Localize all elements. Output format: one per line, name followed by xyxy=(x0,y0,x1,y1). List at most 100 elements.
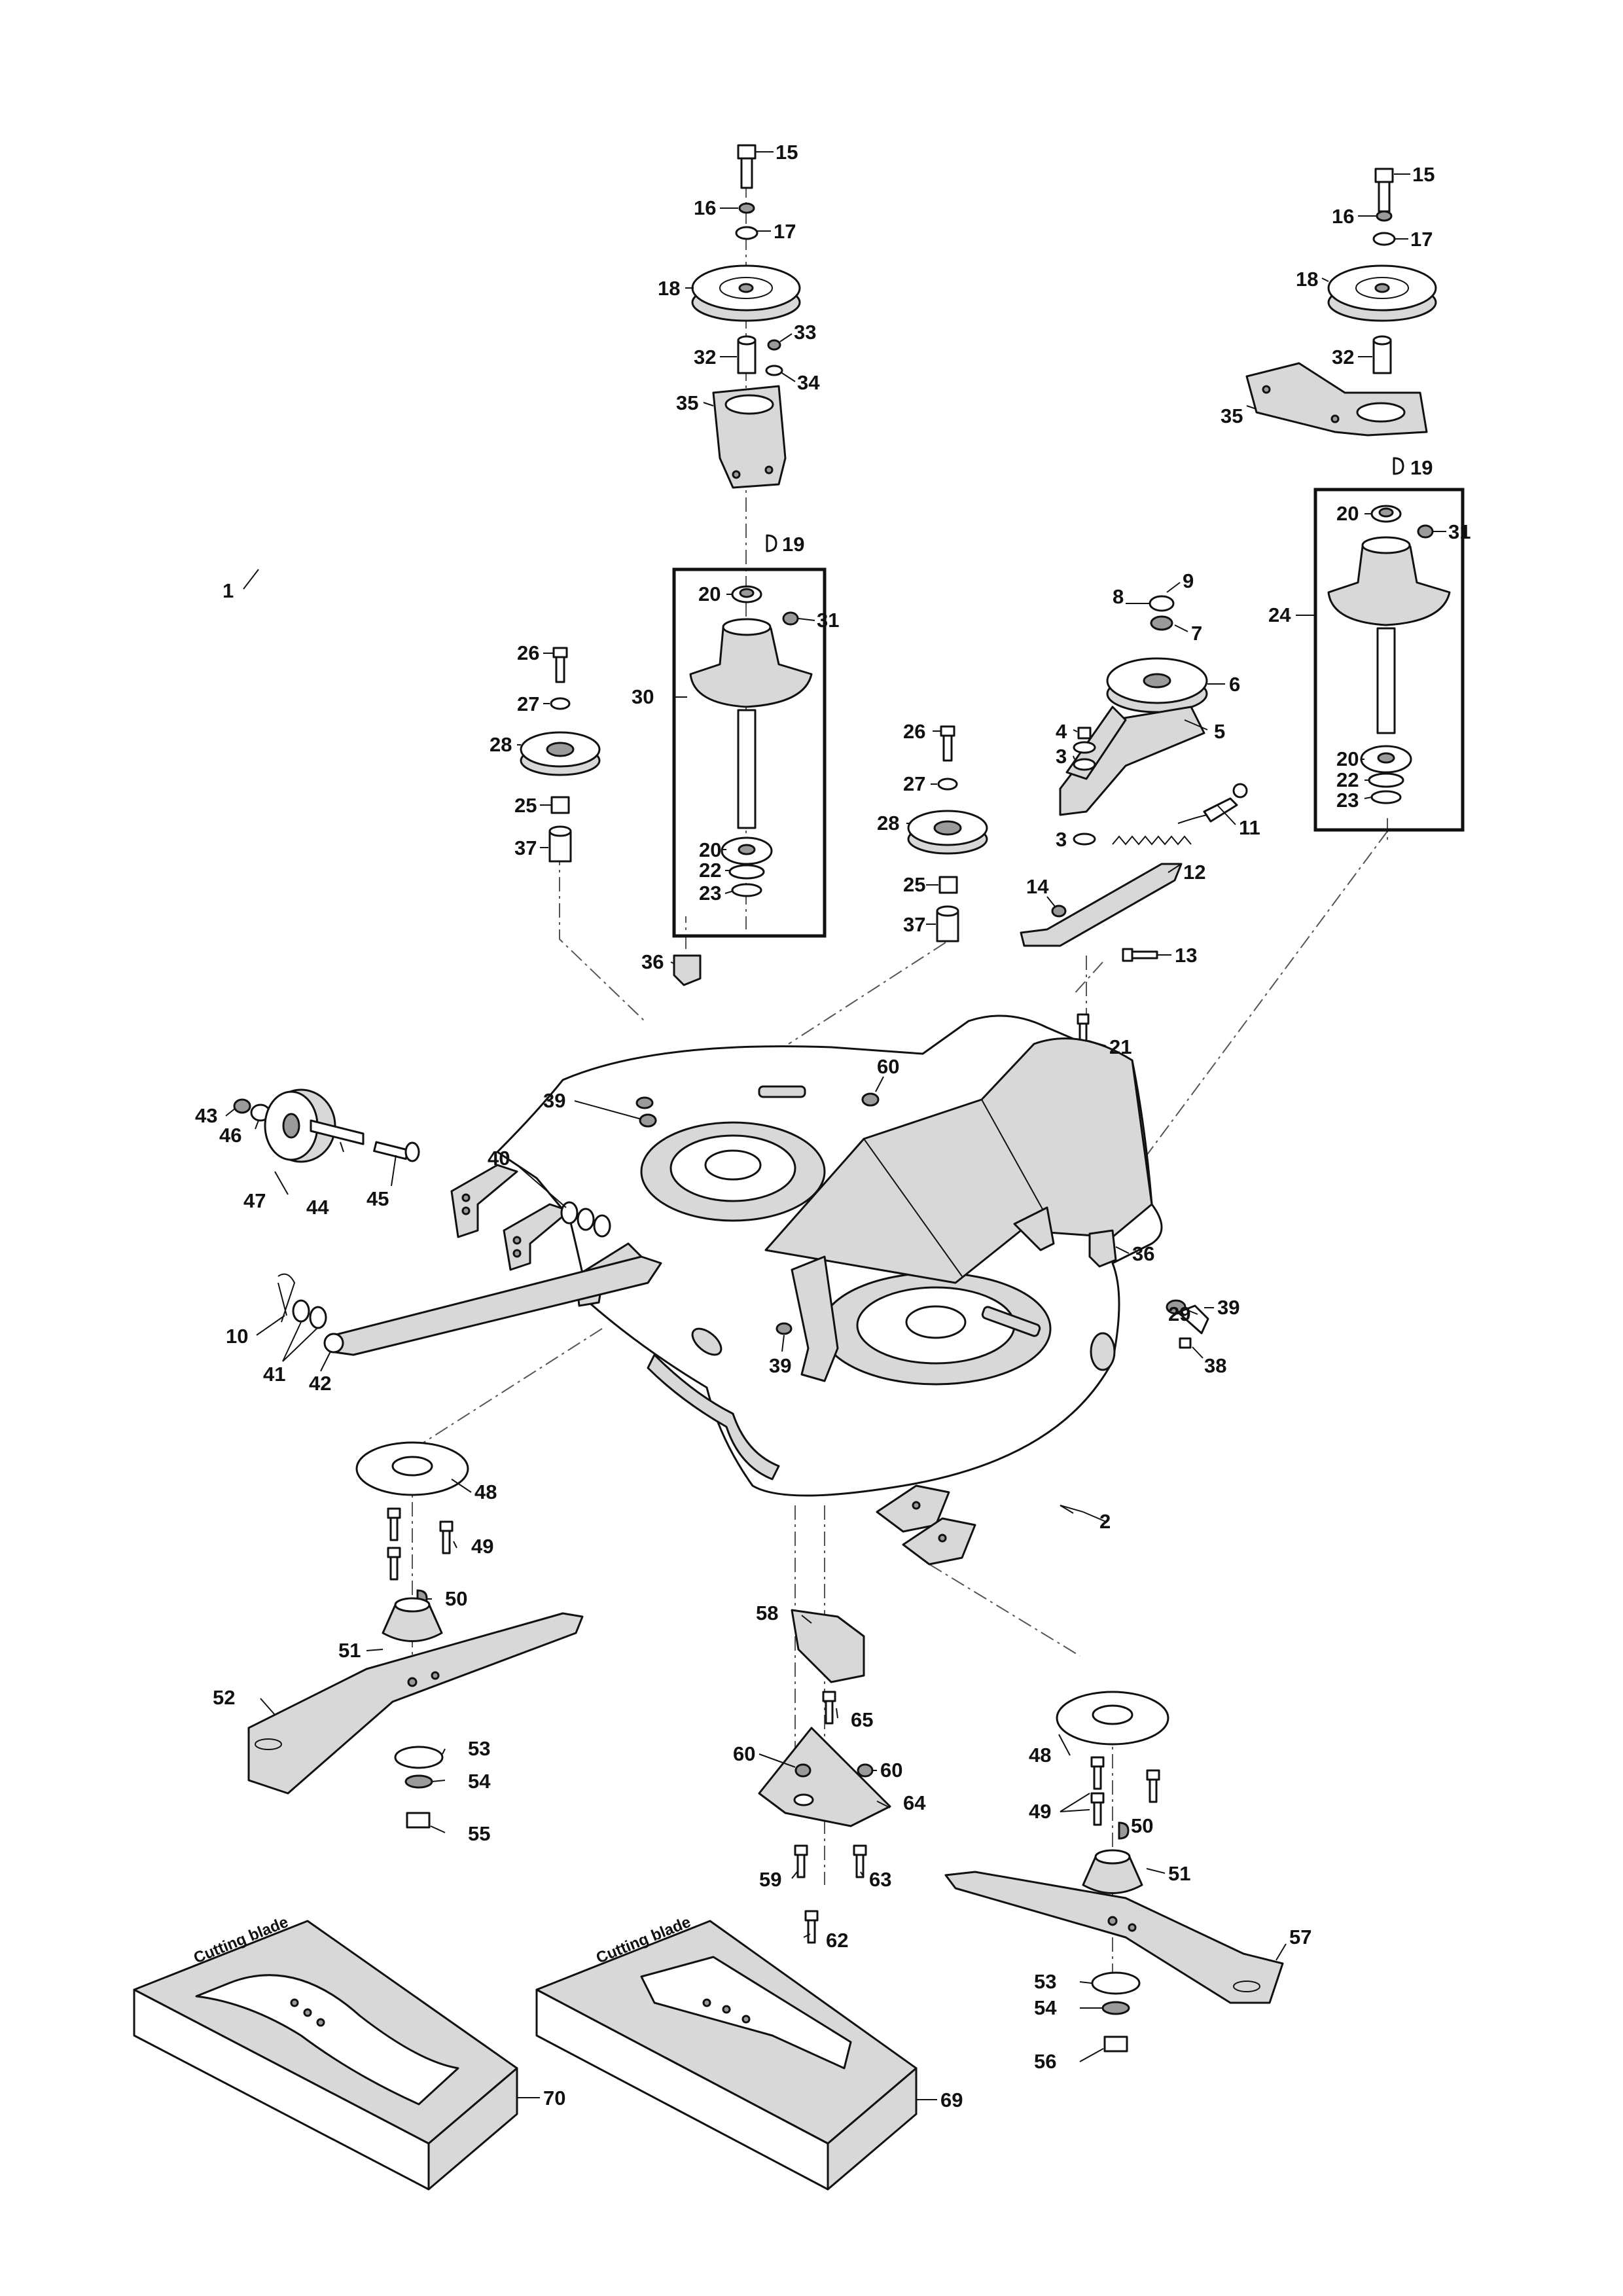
blade-kit-box-70: Cutting blade xyxy=(133,1913,518,2191)
mower-deck-housing xyxy=(323,1014,1163,1566)
callout-3: 3 xyxy=(1056,828,1067,851)
callout-54: 54 xyxy=(1034,1996,1057,2019)
callout-4: 4 xyxy=(1056,720,1067,743)
callout-59: 59 xyxy=(759,1868,781,1891)
callout-26: 26 xyxy=(903,720,925,743)
callout-53: 53 xyxy=(1034,1970,1056,1993)
callout-23: 23 xyxy=(699,882,721,905)
callout-35: 35 xyxy=(676,391,698,414)
callout-49: 49 xyxy=(1029,1800,1051,1823)
callout-32: 32 xyxy=(694,346,716,368)
callout-64: 64 xyxy=(903,1791,926,1814)
callout-35: 35 xyxy=(1221,404,1243,427)
callout-24: 24 xyxy=(1268,603,1291,626)
callout-22: 22 xyxy=(699,859,721,882)
callout-20: 20 xyxy=(1336,747,1359,770)
callout-39: 39 xyxy=(543,1089,565,1112)
callout-49: 49 xyxy=(471,1535,493,1558)
callout-10: 10 xyxy=(226,1325,248,1348)
callout-21: 21 xyxy=(1109,1035,1132,1058)
callout-60: 60 xyxy=(880,1759,902,1782)
callout-15: 15 xyxy=(1412,163,1435,186)
callout-51: 51 xyxy=(1168,1862,1190,1885)
callout-20: 20 xyxy=(698,583,721,605)
callout-22: 22 xyxy=(1336,768,1359,791)
callout-18: 18 xyxy=(1296,268,1318,291)
callout-28: 28 xyxy=(877,812,899,834)
callout-63: 63 xyxy=(869,1868,891,1891)
callout-69: 69 xyxy=(940,2089,963,2111)
callout-48: 48 xyxy=(474,1480,497,1503)
callout-42: 42 xyxy=(309,1372,331,1395)
callout-34: 34 xyxy=(797,371,820,394)
left-blade-assembly xyxy=(247,1441,584,1829)
callout-65: 65 xyxy=(851,1708,873,1731)
callout-1: 1 xyxy=(223,579,234,602)
callout-52: 52 xyxy=(213,1686,235,1709)
callout-8: 8 xyxy=(1113,585,1124,608)
callout-15: 15 xyxy=(776,141,798,164)
callout-30: 30 xyxy=(632,685,654,708)
gauge-wheel xyxy=(233,1088,420,1163)
callout-70: 70 xyxy=(543,2087,565,2109)
callout-25: 25 xyxy=(903,873,925,896)
callout-57: 57 xyxy=(1289,1926,1311,1948)
callout-40: 40 xyxy=(488,1147,510,1170)
deck-hardware xyxy=(277,954,1209,1349)
callout-33: 33 xyxy=(794,321,816,344)
callout-14: 14 xyxy=(1026,875,1049,898)
callout-19: 19 xyxy=(1410,456,1433,479)
tensioner-assembly xyxy=(1020,595,1248,1054)
callout-23: 23 xyxy=(1336,789,1359,812)
callout-20: 20 xyxy=(1336,502,1359,525)
callout-18: 18 xyxy=(658,277,680,300)
callout-9: 9 xyxy=(1183,569,1194,592)
callout-2: 2 xyxy=(1099,1510,1111,1533)
callout-32: 32 xyxy=(1332,346,1354,368)
callout-58: 58 xyxy=(756,1602,778,1624)
callout-51: 51 xyxy=(338,1639,361,1662)
callout-17: 17 xyxy=(1410,228,1433,251)
callout-3: 3 xyxy=(1056,745,1067,768)
callout-36: 36 xyxy=(1132,1242,1154,1265)
callout-37: 37 xyxy=(903,913,925,936)
leader-lines xyxy=(225,151,1446,2100)
center-baffle xyxy=(758,1609,891,1944)
callout-55: 55 xyxy=(468,1822,490,1845)
callout-31: 31 xyxy=(1448,520,1471,543)
callout-13: 13 xyxy=(1175,944,1197,967)
callout-5: 5 xyxy=(1214,720,1225,743)
callout-29: 29 xyxy=(1168,1302,1190,1325)
callout-44: 44 xyxy=(306,1196,329,1219)
callout-50: 50 xyxy=(1131,1814,1153,1837)
callout-27: 27 xyxy=(903,772,925,795)
callout-48: 48 xyxy=(1029,1744,1051,1767)
callout-46: 46 xyxy=(219,1124,241,1147)
callout-39: 39 xyxy=(769,1354,791,1377)
callout-53: 53 xyxy=(468,1737,490,1760)
callout-16: 16 xyxy=(1332,205,1354,228)
callout-26: 26 xyxy=(517,641,539,664)
callout-16: 16 xyxy=(694,196,716,219)
callout-19: 19 xyxy=(782,533,804,556)
center-spindle-stack xyxy=(672,144,827,938)
right-spindle-stack xyxy=(1245,168,1465,832)
callout-31: 31 xyxy=(817,609,839,632)
callout-labels: 15 16 17 18 33 32 34 35 1 19 20 31 30 26… xyxy=(195,141,1471,2111)
callout-17: 17 xyxy=(774,220,796,243)
callout-45: 45 xyxy=(366,1187,389,1210)
callout-20: 20 xyxy=(699,838,721,861)
left-idler-stack xyxy=(520,647,601,863)
drive-belt xyxy=(241,255,616,575)
callout-56: 56 xyxy=(1034,2050,1056,2073)
callout-25: 25 xyxy=(514,794,537,817)
callout-41: 41 xyxy=(263,1363,285,1386)
callout-47: 47 xyxy=(243,1189,266,1212)
callout-50: 50 xyxy=(445,1587,467,1610)
callout-12: 12 xyxy=(1183,861,1205,884)
center-idler-stack xyxy=(907,725,988,942)
callout-62: 62 xyxy=(826,1929,848,1952)
callout-39: 39 xyxy=(1217,1296,1240,1319)
callout-6: 6 xyxy=(1229,673,1240,696)
